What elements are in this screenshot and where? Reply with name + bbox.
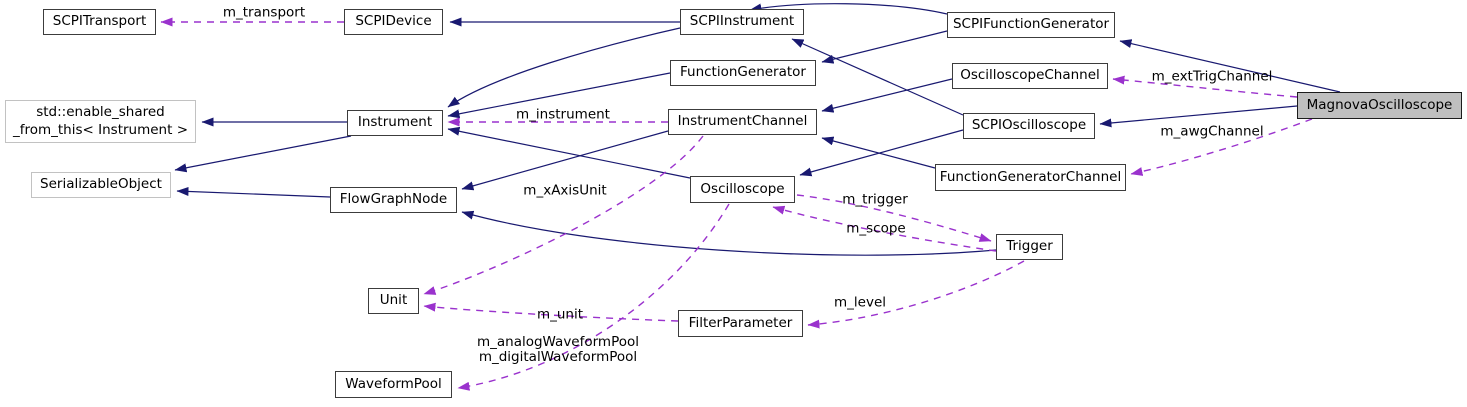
edge-label-m-instrument: m_instrument: [516, 106, 610, 123]
edge-label-m-scope: m_scope: [846, 220, 906, 237]
edge-functiongenerator-to-instrument: [447, 72, 671, 119]
node-trigger[interactable]: Trigger: [996, 234, 1063, 260]
edge-scpifunctiongenerator-to-scpiinstrument: [749, 3, 948, 15]
edge-functiongeneratorchannel-to-instrumentchannel: [821, 136, 936, 169]
edge-label-m-xaxisunit: m_xAxisUnit: [523, 182, 607, 199]
edge-oscilloscopechannel-to-instrumentchannel: [821, 78, 953, 113]
edge-m-scope: [772, 205, 997, 252]
node-instrument[interactable]: Instrument: [347, 110, 443, 136]
edge-label-m-trigger: m_trigger: [842, 191, 908, 208]
node-instrumentchannel[interactable]: InstrumentChannel: [668, 109, 817, 135]
node-filterparameter[interactable]: FilterParameter: [678, 310, 803, 337]
node-oscilloscopechannel[interactable]: OscilloscopeChannel: [952, 63, 1108, 89]
edge-instrument-to-serializableobject: [174, 135, 352, 173]
node-magnovaoscilloscope[interactable]: MagnovaOscilloscope: [1297, 92, 1462, 119]
edge-scpifunctiongenerator-to-functiongenerator: [821, 30, 948, 64]
edge-label-m-unit: m_unit: [536, 306, 584, 323]
edge-magnova-to-scpifunctiongenerator: [1119, 39, 1341, 93]
node-waveformpool[interactable]: WaveformPool: [335, 371, 452, 398]
node-flowgraphnode[interactable]: FlowGraphNode: [330, 187, 457, 213]
node-scpiinstrument[interactable]: SCPIInstrument: [680, 9, 804, 35]
edge-label-m-waveformpools: m_analogWaveformPool m_digitalWaveformPo…: [476, 334, 640, 365]
node-oscilloscope[interactable]: Oscilloscope: [690, 176, 795, 203]
node-enable-shared-from-this[interactable]: std::enable_shared _from_this< Instrumen…: [5, 100, 196, 143]
node-scpidevice[interactable]: SCPIDevice: [344, 9, 443, 35]
edge-m-level: [807, 260, 1025, 329]
edge-scpioscilloscope-to-oscilloscope: [799, 129, 964, 177]
edge-label-m-level: m_level: [833, 294, 887, 311]
edge-instrumentchannel-to-flowgraphnode: [461, 130, 669, 191]
edge-m-awgchannel: [1130, 118, 1313, 176]
edge-scpiinstrument-to-instrument: [447, 27, 681, 108]
edge-label-m-transport: m_transport: [222, 4, 306, 21]
node-scpifunctiongenerator[interactable]: SCPIFunctionGenerator: [947, 12, 1115, 38]
edge-m-waveformpool: [457, 203, 730, 391]
edge-scpioscilloscope-to-scpiinstrument: [791, 38, 964, 116]
edge-label-m-awgchannel: m_awgChannel: [1160, 123, 1264, 140]
edge-trigger-to-flowgraphnode: [461, 210, 997, 256]
node-functiongenerator[interactable]: FunctionGenerator: [670, 60, 816, 86]
edge-m-exttrigchannel: [1112, 75, 1298, 98]
edge-magnova-to-scpioscilloscope: [1099, 105, 1298, 128]
edge-flowgraphnode-to-serializableobject: [176, 186, 331, 198]
node-serializableobject[interactable]: SerializableObject: [31, 172, 171, 198]
node-scpitransport[interactable]: SCPITransport: [43, 9, 156, 35]
node-scpioscilloscope[interactable]: SCPIOscilloscope: [963, 113, 1095, 139]
node-functiongeneratorchannel[interactable]: FunctionGeneratorChannel: [935, 164, 1126, 191]
edge-oscilloscope-to-instrument: [447, 126, 691, 179]
edge-m-xaxisunit: [423, 135, 704, 295]
edge-label-m-exttrigchannel: m_extTrigChannel: [1151, 68, 1273, 85]
node-unit[interactable]: Unit: [368, 288, 419, 314]
